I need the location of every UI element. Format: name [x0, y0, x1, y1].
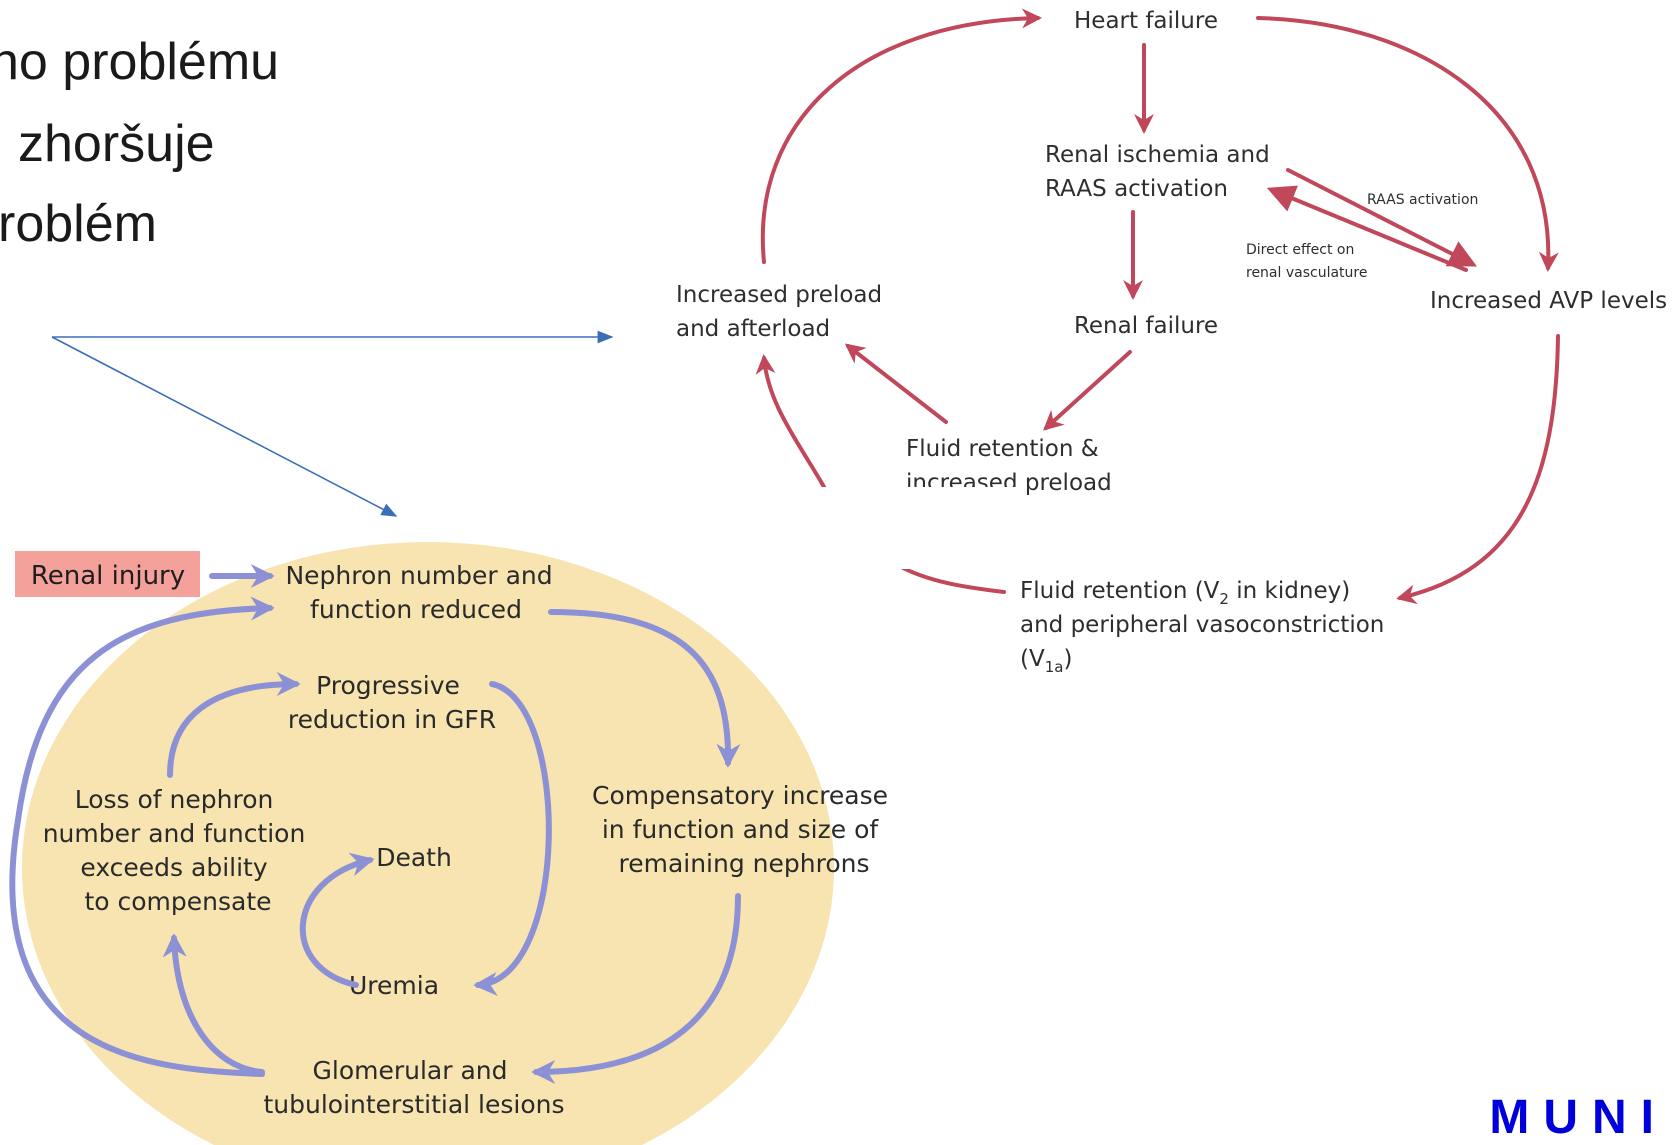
slide-text-line-1: ho problému	[0, 33, 280, 91]
muni-logo: MUNI	[1489, 1091, 1668, 1144]
renal-injury-label: Renal injury	[31, 561, 185, 591]
compensatory-label: Compensatory increase in function and si…	[592, 781, 896, 878]
slide-text-line-3: roblém	[0, 195, 157, 253]
renal-injury-badge	[15, 551, 200, 597]
raas-activation-label: RAAS activation	[1367, 192, 1478, 208]
increased-avp-label: Increased AVP levels	[1430, 288, 1667, 314]
heart-failure-label: Heart failure	[1074, 8, 1218, 34]
hf-arrow-renal-failure-to-fluid	[1043, 350, 1132, 431]
fluid-retention-v2-label: Fluid retention (V2 in kidney) and perip…	[1020, 578, 1392, 676]
uremia-label: Uremia	[349, 971, 439, 1000]
ckd-arrow-nephron-to-compensatory	[548, 609, 741, 768]
slide-text-line-2: zhoršuje	[18, 115, 215, 173]
hf-arrow-heart-to-avp	[1256, 16, 1559, 272]
hf-arrow-avp-to-fluid-v2	[1396, 334, 1560, 605]
nephron-reduced-label: Nephron number and function reduced	[285, 561, 560, 624]
glomerular-label: Glomerular and tubulointerstitial lesion…	[263, 1056, 564, 1119]
ckd-arrow-glomerular-to-loss	[162, 933, 265, 1075]
renal-ischemia-label: Renal ischemia and RAAS activation	[1045, 142, 1277, 202]
hf-figure-crop-mask	[790, 487, 1016, 569]
loss-of-nephron-label: Loss of nephron number and function exce…	[43, 785, 314, 916]
renal-failure-label: Renal failure	[1074, 313, 1218, 339]
hf-arrow-preload-to-heart	[760, 8, 1042, 264]
direct-effect-label: Direct effect on renal vasculature	[1246, 242, 1367, 281]
death-label: Death	[376, 843, 452, 872]
hf-arrow-fluid-to-preload	[844, 343, 948, 424]
pointer-to-ckd-diagram	[51, 336, 398, 517]
ckd-arrow-progressive-to-uremia	[473, 681, 552, 996]
ckd-arrow-uremia-to-death	[300, 852, 375, 988]
increased-preload-label: Increased preload and afterload	[676, 282, 889, 342]
hf-arrow-direct-effect	[1266, 185, 1468, 272]
progressive-label: Progressive reduction in GFR	[288, 671, 496, 734]
ckd-arrow-compensatory-to-glomerular	[531, 893, 741, 1084]
ckd-arrow-glomerular-to-nephron	[9, 596, 275, 1077]
hf-arrow-raas-activation	[1286, 168, 1477, 267]
ckd-arrow-loss-to-progressive	[167, 672, 301, 778]
